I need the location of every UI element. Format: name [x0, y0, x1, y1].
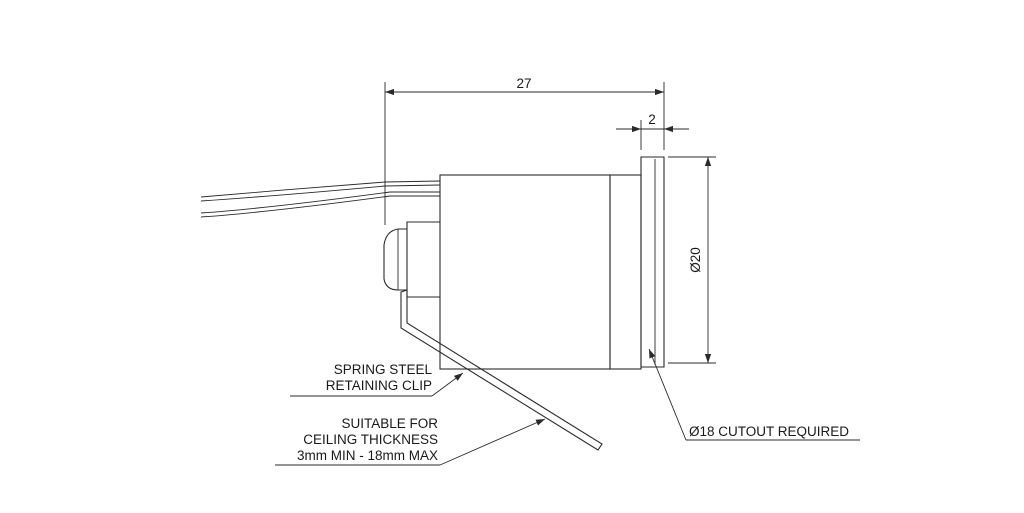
overall-length-label: 27 [516, 76, 531, 91]
clip-label-line2: RETAINING CLIP [326, 378, 432, 393]
lamp-body [439, 174, 642, 370]
dimension-overall-length: 27 [384, 76, 665, 225]
ceiling-label-line2: CEILING THICKNESS [303, 432, 438, 447]
front-flange [640, 156, 665, 368]
ceiling-label-line3: 3mm MIN - 18mm MAX [297, 448, 438, 463]
diameter-label: Ø20 [688, 247, 703, 273]
lead-wires [200, 180, 441, 218]
clip-label-line1: SPRING STEEL [334, 362, 433, 377]
cutout-label: Ø18 CUTOUT REQUIRED [689, 424, 849, 439]
callout-ceiling-thickness: SUITABLE FOR CEILING THICKNESS 3mm MIN -… [275, 416, 546, 466]
dimension-flange-thickness: 2 [616, 112, 689, 150]
spring-clip [400, 289, 603, 451]
callout-cutout: Ø18 CUTOUT REQUIRED [648, 348, 860, 441]
rear-dome [383, 228, 407, 291]
ceiling-label-line1: SUITABLE FOR [341, 416, 438, 431]
callout-spring-clip: SPRING STEEL RETAINING CLIP [290, 362, 464, 397]
dimension-diameter: Ø20 [668, 156, 716, 364]
rear-cap [406, 221, 440, 298]
flange-thickness-label: 2 [648, 112, 656, 127]
